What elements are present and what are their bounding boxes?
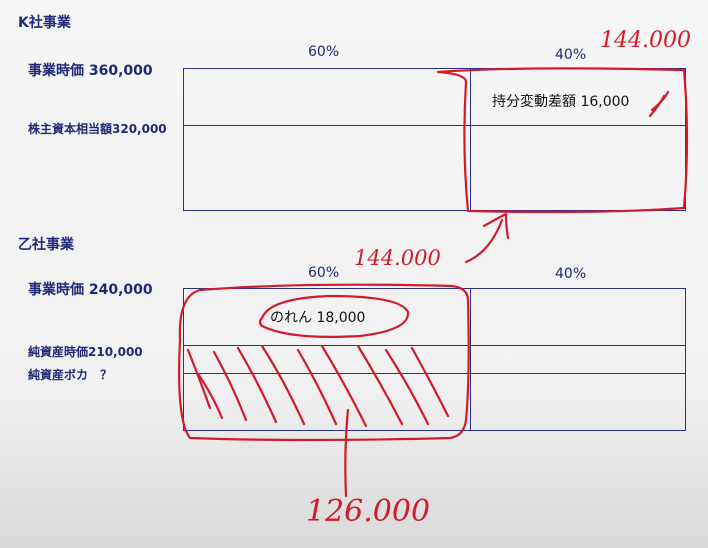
otsu-diagram-box — [183, 288, 686, 431]
otsu-divider — [470, 288, 471, 431]
k-title: K社事業 — [18, 15, 71, 31]
k-capital-line — [183, 125, 686, 126]
handwriting-bottom: 126.000 — [306, 494, 431, 529]
handwriting-top-right: 144.000 — [600, 28, 691, 53]
otsu-pct-left: 60% — [308, 265, 340, 281]
handwriting-middle: 144.000 — [354, 246, 441, 270]
k-box-label: 持分変動差額 16,000 — [492, 94, 630, 110]
k-pct-right: 40% — [555, 47, 587, 63]
k-value-label: 事業時価 360,000 — [28, 63, 153, 79]
otsu-value-label: 事業時価 240,000 — [28, 282, 153, 298]
arrow-up — [464, 212, 510, 264]
k-diagram-box — [183, 68, 686, 211]
k-divider — [470, 68, 471, 211]
otsu-net-assets-label: 純資産時価210,000 — [28, 345, 143, 359]
k-pct-left: 60% — [308, 44, 340, 60]
otsu-title: 乙社事業 — [18, 237, 74, 253]
otsu-net-assets-line — [183, 345, 686, 346]
otsu-pct-right: 40% — [555, 266, 587, 282]
otsu-book-label: 純資産ボカ ？ — [28, 368, 113, 382]
otsu-book-line — [183, 373, 686, 374]
otsu-goodwill-label: のれん 18,000 — [270, 310, 366, 326]
k-capital-label: 株主資本相当額320,000 — [28, 122, 167, 136]
